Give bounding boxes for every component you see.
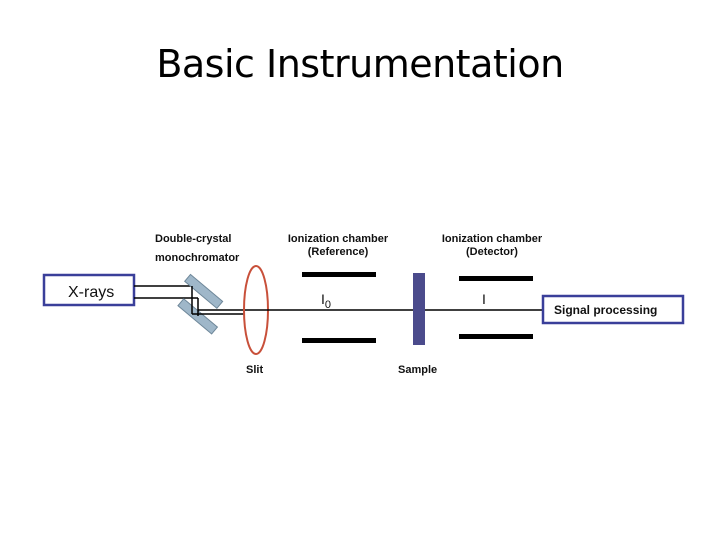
reference-chamber-bottom-plate [302, 338, 376, 343]
monochromator-crystal-upper [183, 273, 224, 310]
reference-chamber-label-line2: (Reference) [308, 246, 369, 258]
detector-chamber-label-line2: (Detector) [466, 246, 518, 258]
monochromator-label-line2: monochromator [155, 252, 240, 264]
xray-source-label: X-rays [68, 284, 114, 301]
signal-processing-label: Signal processing [554, 303, 657, 317]
slide-title: Basic Instrumentation [156, 42, 564, 86]
detector-chamber-top-plate [459, 276, 533, 281]
i-label: I [482, 291, 486, 307]
xray-source-box [42, 273, 136, 307]
reference-chamber-top-plate [302, 272, 376, 277]
i0-label: I0 [321, 291, 331, 311]
detector-chamber-bottom-plate [459, 334, 533, 339]
sample [413, 273, 425, 345]
slit-label: Slit [246, 364, 263, 376]
monochromator-label-line1: Double-crystal [155, 233, 231, 245]
signal-processing-box [541, 294, 685, 325]
sample-label: Sample [398, 364, 437, 376]
i0-main: I [321, 291, 325, 307]
i0-subscript: 0 [325, 299, 331, 311]
monochromator-crystal-lower [177, 298, 219, 335]
reference-chamber-label-line1: Ionization chamber [288, 233, 389, 245]
detector-chamber-label-line1: Ionization chamber [442, 233, 543, 245]
